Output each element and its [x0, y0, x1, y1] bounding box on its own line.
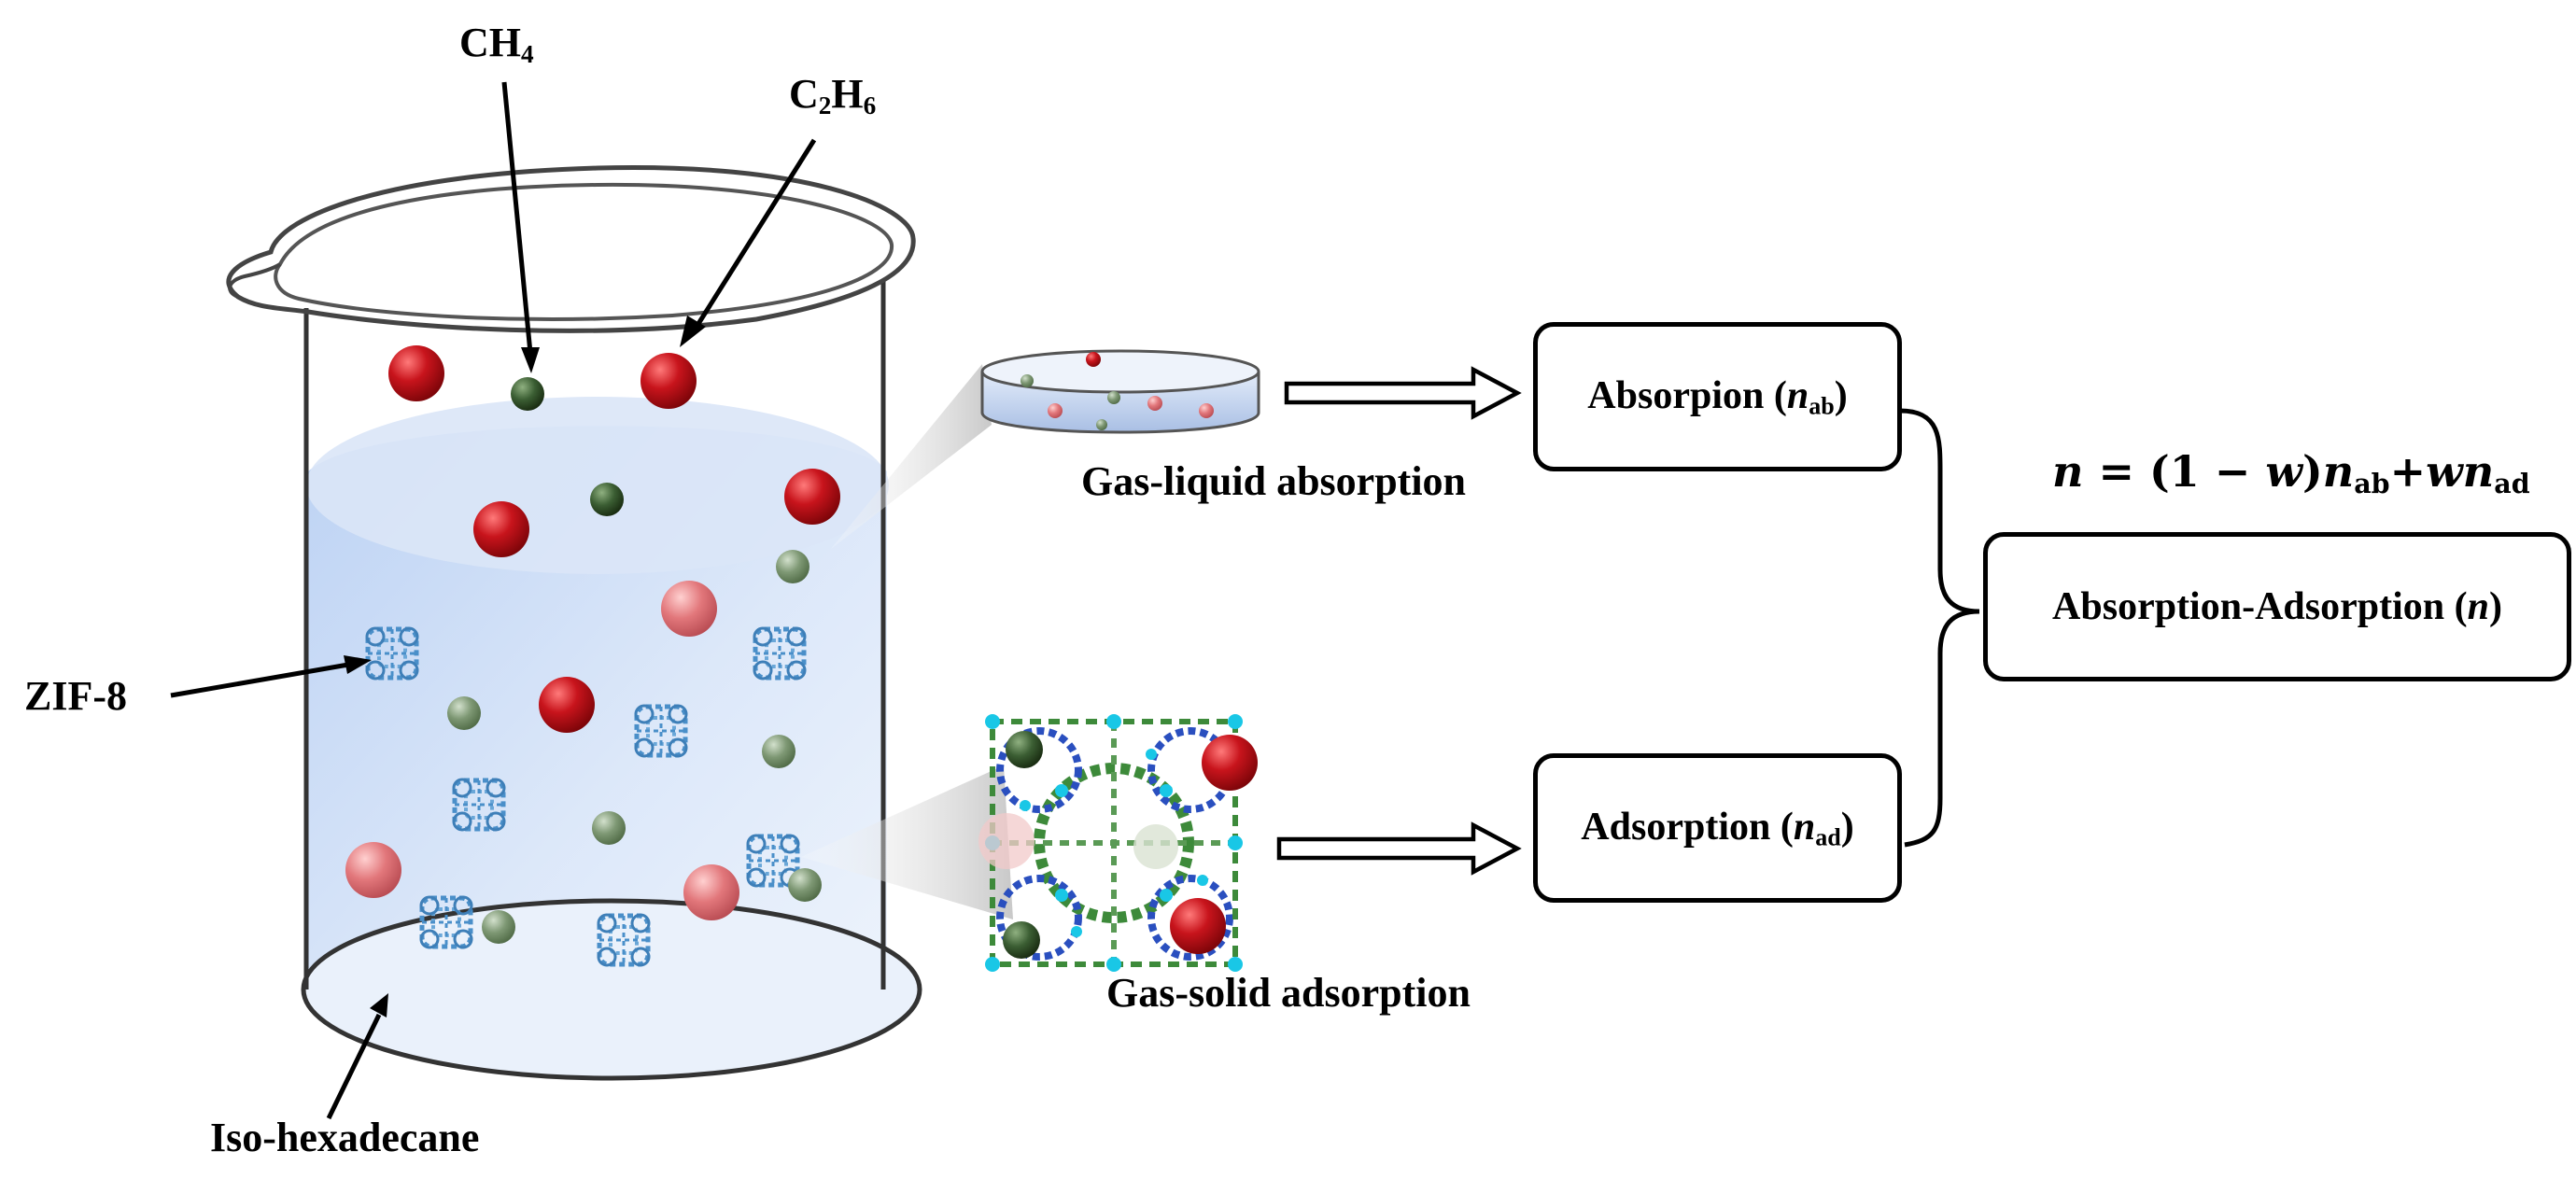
zif8-framework — [978, 714, 1243, 972]
ch4-molecule — [592, 811, 626, 845]
ch4-molecule — [1021, 374, 1034, 387]
ch4-molecule — [447, 696, 481, 730]
ch4-molecule — [590, 483, 624, 516]
ch4-molecule — [1003, 921, 1040, 959]
beaker-rim-inner — [274, 182, 894, 321]
solid-zoom-cone — [801, 765, 1013, 919]
adsorption-box-label: Adsorption (nad) — [1581, 805, 1854, 851]
absorption-box-label: Absorpion (nab) — [1587, 373, 1848, 420]
beaker-rim-outer — [226, 164, 916, 333]
c2h6-pointer — [694, 138, 817, 329]
ch4-molecule — [482, 910, 515, 944]
c2h6-molecule — [978, 813, 1035, 869]
iso-hexadecane-pointer — [326, 1013, 382, 1120]
combination-equation: n = (1 − w)nab+wnad — [2052, 446, 2530, 500]
beaker-bottom — [301, 898, 922, 1081]
zif8-pointer — [170, 662, 349, 698]
ch4-molecule — [1107, 391, 1120, 404]
gas-liquid-absorption-label: Gas-liquid absorption — [1081, 458, 1467, 504]
ch4-molecule — [762, 735, 795, 768]
c2h6-molecule — [640, 353, 697, 409]
pointer-arrows — [170, 81, 817, 1120]
c2h6-molecule — [1199, 403, 1214, 418]
combine-brace — [1899, 408, 1980, 848]
beaker-spout — [228, 262, 282, 299]
ch4-label: CH4 — [459, 20, 534, 68]
c2h6-molecule — [784, 469, 840, 525]
c2h6-molecule — [1202, 735, 1258, 791]
c2h6-molecule — [345, 842, 401, 898]
c2h6-molecule — [1147, 396, 1162, 411]
c2h6-label: C2H6 — [789, 71, 877, 119]
adsorption-box: Adsorption (nad) — [1533, 753, 1902, 903]
absorption-box: Absorpion (nab) — [1533, 322, 1902, 471]
ch4-molecule — [1006, 731, 1043, 768]
adsorption-flow-arrow — [1276, 821, 1522, 876]
c2h6-molecule — [473, 501, 529, 557]
zif8-label: ZIF-8 — [24, 673, 127, 719]
liquid-zoom-cone — [831, 364, 992, 549]
ch4-molecule — [511, 377, 544, 411]
ch4-molecule — [1096, 419, 1107, 430]
c2h6-molecule — [1048, 403, 1063, 418]
absorption-adsorption-box-label: Absorption-Adsorption (n) — [2052, 585, 2502, 628]
petri-dish — [980, 349, 1260, 434]
beaker — [226, 164, 922, 1081]
gas-solid-adsorption-label: Gas-solid adsorption — [1106, 970, 1471, 1016]
iso-hexadecane-label: Iso-hexadecane — [210, 1115, 480, 1160]
ch4-molecule — [788, 868, 822, 902]
liquid-body — [308, 426, 887, 1067]
absorption-adsorption-box: Absorption-Adsorption (n) — [1983, 532, 2571, 681]
c2h6-molecule — [661, 581, 717, 637]
ch4-molecule — [1133, 824, 1178, 869]
liquid-surface — [306, 397, 889, 574]
c2h6-molecule — [539, 677, 595, 733]
c2h6-molecule — [1170, 898, 1226, 954]
c2h6-molecule — [1086, 352, 1101, 367]
absorption-flow-arrow — [1284, 366, 1522, 420]
c2h6-molecule — [388, 345, 444, 401]
c2h6-molecule — [683, 864, 739, 920]
ch4-molecule — [776, 550, 809, 583]
ch4-pointer — [501, 81, 533, 354]
molecules — [345, 345, 840, 944]
